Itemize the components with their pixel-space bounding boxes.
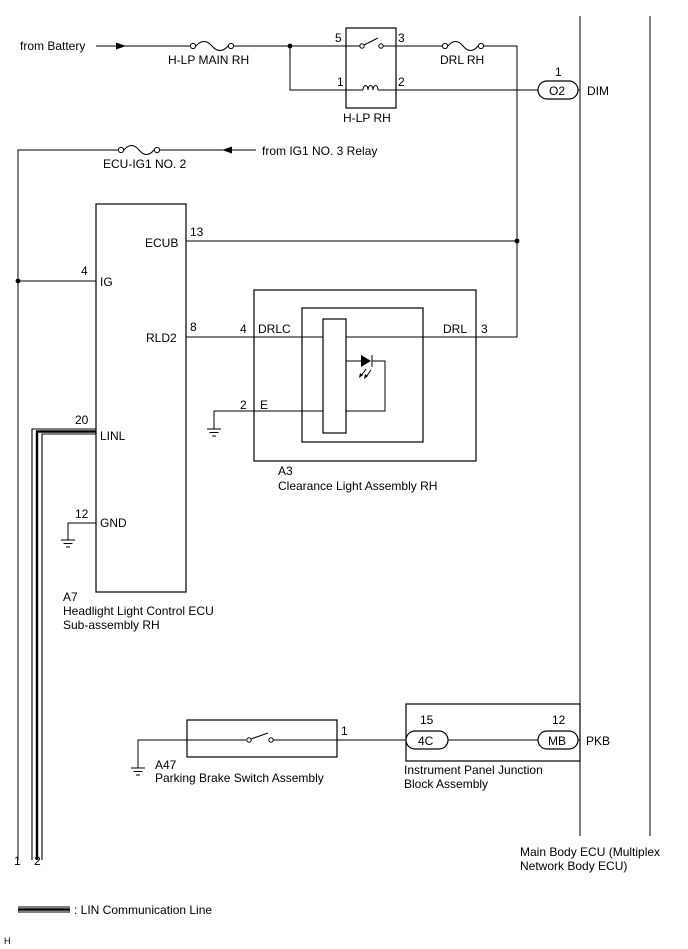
led-icon [346,355,386,412]
a3-pin-drlc: 4 [240,322,247,336]
hlp-relay: 5 3 1 2 H-LP RH [335,27,405,125]
hlp-main-fuse-label: H-LP MAIN RH [168,53,249,67]
relay-pin-1: 1 [337,75,344,89]
junction-block-name-line2: Block Assembly [404,777,488,791]
headlight-ecu-name-line2: Sub-assembly RH [63,618,160,632]
parking-brake-switch: A47 Parking Brake Switch Assembly [131,719,406,785]
pin-ecub: 13 [190,225,204,239]
main-body-ecu-name-line1: Main Body ECU (Multiplex [520,845,660,859]
a3-terminal-e: E [260,398,268,412]
lin-communication-line [31,428,96,860]
battery-feed: from Battery [20,39,190,53]
connector-mb-label: MB [548,734,566,748]
connector-o2: O2 1 [537,65,579,100]
junction-block-name-line1: Instrument Panel Junction [404,763,543,777]
ecu-ig1-fuse-label: ECU-IG1 NO. 2 [103,157,187,171]
relay-pin-2: 2 [398,75,405,89]
a3-code: A3 [278,464,293,478]
pin-gnd: 12 [75,507,89,521]
ground-icon [61,522,96,548]
main-body-ecu-name-line2: Network Body ECU) [520,859,627,873]
terminal-pkb: PKB [586,734,610,748]
headlight-ecu-terminal-ig: IG [100,275,113,289]
connector-4c-label: 4C [418,734,434,748]
connector-o2-label: O2 [549,84,565,98]
drl-fuse: DRL RH [440,41,484,67]
ground-icon [207,410,254,437]
pin-rld2: 8 [190,320,197,334]
connector-mb: MB [537,730,579,750]
pin-linl: 20 [75,413,89,427]
legend-lin-label: : LIN Communication Line [74,903,212,917]
ig1-arrow-icon [222,146,232,154]
hlp-main-fuse: H-LP MAIN RH [168,41,249,67]
parking-brake-name: Parking Brake Switch Assembly [155,771,324,785]
main-body-ecu: Main Body ECU (Multiplex Network Body EC… [520,16,660,873]
headlight-ecu-terminal-rld2: RLD2 [146,331,177,345]
drl-fuse-label: DRL RH [440,53,484,67]
from-ig1-relay-label: from IG1 NO. 3 Relay [262,144,377,158]
headlight-ecu-code: A7 [63,590,78,604]
headlight-ecu-terminal-gnd: GND [100,516,127,530]
headlight-ecu-terminal-linl: LINL [100,429,126,443]
a3-terminal-drlc: DRLC [258,322,291,336]
a3-pin-drl: 3 [481,322,488,336]
headlight-ecu-name-line1: Headlight Light Control ECU [63,604,214,618]
clearance-light-assembly: DRLC DRL E A3 Clearance Light Assembly R… [253,289,477,493]
pbs-pin: 1 [341,724,348,738]
a3-name: Clearance Light Assembly RH [278,479,437,493]
ig1-feed: ECU-IG1 NO. 2 from IG1 NO. 3 Relay [15,144,377,860]
junction-block: 4C MB 15 12 Instrument Panel Junction Bl… [404,703,581,791]
relay-pin-3: 3 [398,31,405,45]
relay-pin-5: 5 [335,31,342,45]
headlight-ecu: ECUB IG RLD2 LINL GND A7 Headlight Light… [63,203,214,632]
terminal-dim: DIM [587,84,609,98]
bottom-pin-2: 2 [34,854,41,868]
a3-pin-e: 2 [240,398,247,412]
bottom-pin-1: 1 [14,854,21,868]
from-battery-label: from Battery [20,39,85,53]
connector-o2-pin: 1 [555,65,562,79]
footer-mark: H [4,936,11,946]
hlp-relay-label: H-LP RH [343,111,391,125]
parking-brake-code: A47 [155,758,177,772]
connector-4c: 4C [405,730,449,750]
headlight-ecu-terminal-ecub: ECUB [145,236,178,250]
a3-terminal-drl: DRL [443,322,467,336]
ipjb-pin-4c: 15 [420,713,434,727]
legend: : LIN Communication Line [18,903,212,917]
ipjb-pin-mb: 12 [552,713,566,727]
ground-icon [131,767,145,776]
pin-ig: 4 [81,264,88,278]
